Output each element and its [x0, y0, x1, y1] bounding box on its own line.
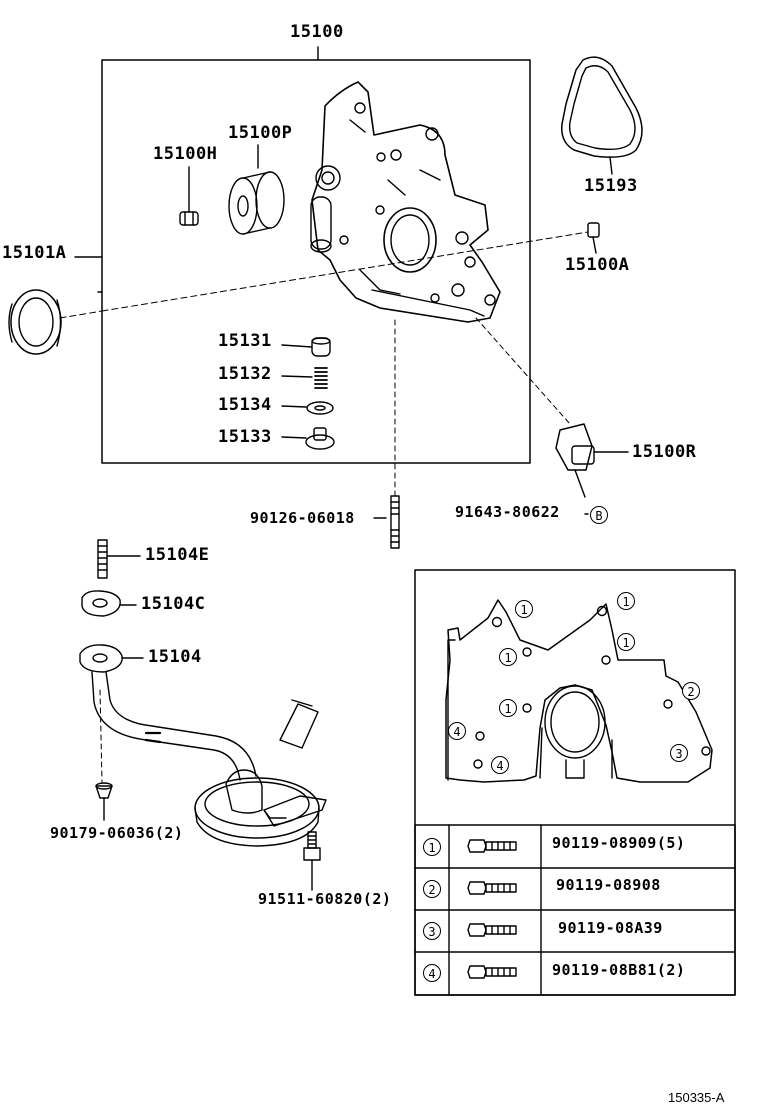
- detail-marker-3: 3: [670, 744, 688, 762]
- label-15100R: 15100R: [632, 442, 697, 462]
- bolt-table-icons: [467, 839, 517, 979]
- label-15100P: 15100P: [228, 123, 293, 143]
- label-15100A: 15100A: [565, 255, 630, 275]
- bolt-table-num-2: 2: [423, 880, 441, 898]
- reference-marker-b: B: [590, 506, 608, 524]
- plug-15100H: [179, 166, 199, 226]
- relief-valve-parts: [281, 337, 335, 450]
- bolt-table-part-1: 90119-08909(5): [552, 834, 686, 852]
- label-15104C: 15104C: [141, 594, 206, 614]
- pin-15100A: [587, 222, 600, 254]
- oil-strainer-15104: [79, 644, 327, 847]
- label-90179-06036: 90179-06036(2): [50, 824, 184, 842]
- label-91511-60820: 91511-60820(2): [258, 890, 392, 908]
- label-90126-06018: 90126-06018: [250, 509, 355, 527]
- detail-marker-1d: 1: [499, 648, 517, 666]
- label-91643-80622: 91643-80622: [455, 503, 560, 521]
- oil-seal-15101A: [8, 289, 62, 355]
- rotor-15100P: [228, 144, 285, 235]
- oil-pump-housing: [310, 81, 501, 323]
- bolt-table-num-4: 4: [423, 964, 441, 982]
- detail-pump-outline: [445, 599, 713, 783]
- diagram-code: 150335-A: [668, 1090, 725, 1105]
- bolt-table-part-4: 90119-08B81(2): [552, 961, 686, 979]
- label-15131: 15131: [218, 331, 272, 351]
- gasket-15193: [561, 56, 643, 175]
- label-15104E: 15104E: [145, 545, 210, 565]
- label-15134: 15134: [218, 395, 272, 415]
- stud-15104E: [97, 539, 141, 579]
- sensor-15100R: [555, 423, 629, 515]
- detail-marker-4a: 4: [448, 722, 466, 740]
- label-15100: 15100: [290, 22, 344, 42]
- label-15132: 15132: [218, 364, 272, 384]
- bolt-table-part-3: 90119-08A39: [558, 919, 663, 937]
- detail-marker-1c: 1: [617, 633, 635, 651]
- detail-marker-1e: 1: [499, 699, 517, 717]
- detail-marker-2: 2: [682, 682, 700, 700]
- label-15101A: 15101A: [2, 243, 67, 263]
- stud-90126: [373, 495, 400, 549]
- label-15104: 15104: [148, 647, 202, 667]
- bolt-table-part-2: 90119-08908: [556, 876, 661, 894]
- detail-marker-4b: 4: [491, 756, 509, 774]
- bolt-91511: [303, 831, 321, 891]
- detail-marker-1b: 1: [617, 592, 635, 610]
- gasket-15104C: [81, 590, 137, 617]
- screw-90179: [95, 782, 113, 821]
- label-15100H: 15100H: [153, 144, 218, 164]
- bolt-table-grid: [414, 824, 736, 996]
- axis-dashed-line: [59, 231, 589, 319]
- label-15193: 15193: [584, 176, 638, 196]
- detail-marker-1a: 1: [515, 600, 533, 618]
- bolt-table-num-1: 1: [423, 838, 441, 856]
- assembly-frame: [101, 59, 531, 464]
- label-15133: 15133: [218, 427, 272, 447]
- bolt-table-num-3: 3: [423, 922, 441, 940]
